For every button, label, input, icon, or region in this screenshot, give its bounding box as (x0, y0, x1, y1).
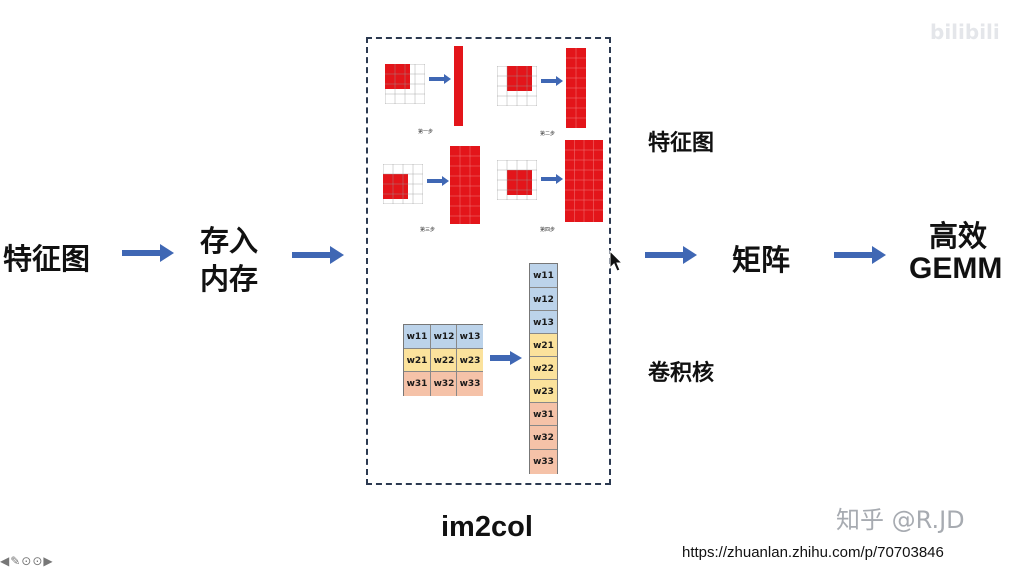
step2-diagram (497, 66, 577, 136)
kernel-cell: w33 (456, 371, 483, 396)
arrow-right-icon (490, 351, 522, 365)
kernel-column-cell: w21 (530, 333, 557, 357)
arrow-right-icon (834, 246, 886, 264)
kernel-column-cell: w11 (530, 264, 557, 287)
feature-map-label: 特征图 (3, 242, 91, 276)
gemm-label-line1: 高效 (929, 219, 988, 253)
prev-icon[interactable]: ◀ (0, 554, 11, 568)
kernel-cell: w32 (430, 371, 457, 396)
step4-diagram (497, 160, 577, 230)
source-url: https://zhuanlan.zhihu.com/p/70703846 (682, 544, 944, 561)
arrow-right-icon (429, 74, 451, 84)
step-caption: 第一步 (418, 129, 434, 135)
store-label-line1: 存入 (200, 224, 259, 258)
kernel-column: w11 w12 w13 w21 w22 w23 w31 w32 w33 (529, 263, 558, 474)
column-strip (454, 46, 463, 126)
next-icon[interactable]: ▶ (43, 554, 54, 568)
feature-grid (383, 164, 423, 204)
zhihu-watermark: 知乎 @R.JD (836, 506, 965, 534)
more-icon[interactable]: ⊙ (32, 554, 44, 568)
step1-diagram (385, 64, 465, 134)
kernel-grid: w11 w12 w13 w21 w22 w23 w31 w32 w33 (403, 324, 483, 396)
arrow-right-icon (427, 176, 449, 186)
arrow-right-icon (122, 244, 174, 262)
step-caption: 第三步 (420, 227, 436, 233)
mouse-cursor-icon (609, 250, 623, 272)
zoom-icon[interactable]: ⊙ (21, 554, 33, 568)
store-label-line2: 内存 (200, 262, 259, 296)
kernel-column-cell: w33 (530, 449, 557, 474)
player-controls[interactable]: ◀✎⊙⊙▶ (0, 554, 54, 568)
feature-grid (497, 160, 537, 200)
kernel-cell: w13 (456, 325, 483, 348)
feature-map-side-label: 特征图 (648, 131, 715, 156)
column-block (450, 146, 480, 224)
kernel-column-cell: w22 (530, 356, 557, 380)
im2col-label: im2col (441, 511, 533, 543)
gemm-label-line2: GEMM (909, 252, 1003, 285)
kernel-column-cell: w23 (530, 379, 557, 403)
kernel-cell: w31 (404, 371, 430, 396)
arrow-right-icon (292, 246, 344, 264)
matrix-label: 矩阵 (732, 243, 791, 277)
feature-grid (497, 66, 537, 106)
bilibili-watermark: bilibili (930, 20, 1000, 44)
arrow-right-icon (541, 174, 563, 184)
kernel-column-cell: w31 (530, 402, 557, 426)
step3-diagram (383, 164, 463, 234)
kernel-cell: w11 (404, 325, 430, 348)
pen-icon[interactable]: ✎ (10, 554, 22, 568)
kernel-side-label: 卷积核 (648, 361, 715, 386)
kernel-cell: w12 (430, 325, 457, 348)
kernel-cell: w21 (404, 348, 430, 372)
kernel-cell: w23 (456, 348, 483, 372)
arrow-right-icon (541, 76, 563, 86)
arrow-right-icon (645, 246, 697, 264)
kernel-cell: w22 (430, 348, 457, 372)
column-block (565, 140, 603, 222)
step-caption: 第四步 (540, 227, 556, 233)
feature-grid (385, 64, 425, 104)
kernel-column-cell: w12 (530, 287, 557, 311)
step-caption: 第二步 (540, 131, 556, 137)
kernel-column-cell: w13 (530, 310, 557, 334)
column-block (566, 48, 586, 128)
kernel-column-cell: w32 (530, 425, 557, 450)
